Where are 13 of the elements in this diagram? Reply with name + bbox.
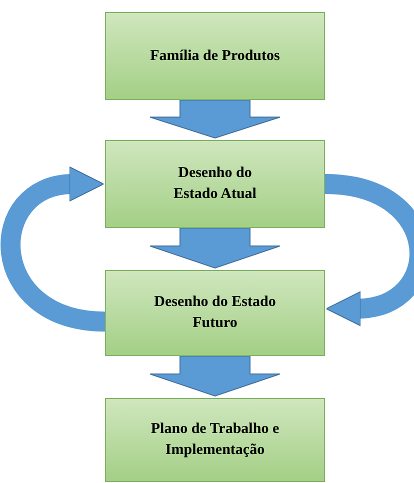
block-arrow (150, 228, 280, 269)
box-label: Plano de Trabalho e Implementação (150, 420, 280, 460)
curved-arrow (324, 174, 414, 326)
block-arrow (150, 100, 280, 139)
box-label: Família de Produtos (150, 46, 280, 66)
curved-arrow (1, 167, 106, 332)
process-box (105, 398, 325, 482)
process-box (105, 12, 325, 100)
process-box (105, 270, 325, 356)
box-label: Desenho do Estado Atual (172, 164, 258, 204)
box-label: Desenho do Estado Futuro (153, 293, 277, 333)
process-box (105, 140, 325, 228)
block-arrow (150, 356, 280, 397)
